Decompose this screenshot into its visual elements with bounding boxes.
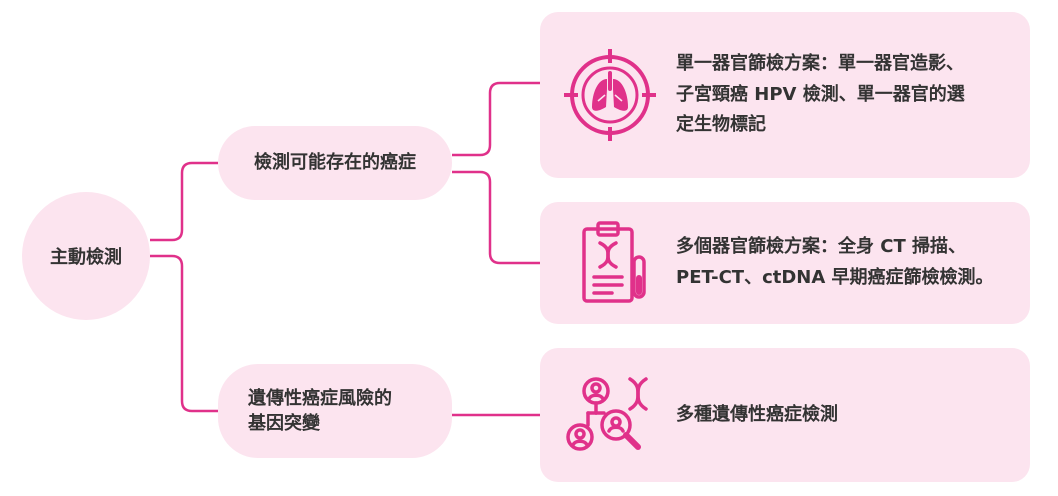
connector-branch1-card1 — [452, 81, 540, 157]
card-text-line: 定生物標記 — [676, 114, 766, 136]
branch-label: 檢測可能存在的癌症 — [254, 152, 416, 174]
card-text-line: 多個器官篩檢方案：全身 CT 掃描、 — [676, 236, 967, 258]
card-text-line: 多種遺傳性癌症檢測 — [676, 403, 838, 425]
connector-root-branch2 — [150, 254, 218, 413]
branch-node-hereditary-risk: 遺傳性癌症風險的 基因突變 — [218, 364, 452, 458]
genetic-search-icon — [564, 369, 656, 461]
branch-label-line1: 遺傳性癌症風險的 — [248, 387, 392, 409]
clipboard-dna-icon — [564, 217, 656, 309]
branch-label-line2: 基因突變 — [248, 413, 320, 434]
root-label: 主動檢測 — [50, 247, 122, 268]
card-text-line: 單一器官篩檢方案：單一器官造影、 — [676, 52, 964, 74]
card-multi-organ: 多個器官篩檢方案：全身 CT 掃描、 PET-CT、ctDNA 早期癌症篩檢檢測… — [540, 202, 1030, 324]
connector-root-branch1 — [150, 161, 218, 242]
connector-branch1-card2 — [452, 170, 540, 265]
card-text-line: PET-CT、ctDNA 早期癌症篩檢檢測。 — [676, 267, 994, 288]
card-hereditary: 多種遺傳性癌症檢測 — [540, 348, 1030, 482]
lung-target-icon — [564, 49, 656, 141]
root-node: 主動檢測 — [22, 192, 150, 320]
branch-node-possible-cancer: 檢測可能存在的癌症 — [218, 126, 452, 200]
card-text-line: 子宮頸癌 HPV 檢測、單一器官的選 — [676, 83, 965, 105]
card-single-organ: 單一器官篩檢方案：單一器官造影、 子宮頸癌 HPV 檢測、單一器官的選 定生物標… — [540, 12, 1030, 178]
